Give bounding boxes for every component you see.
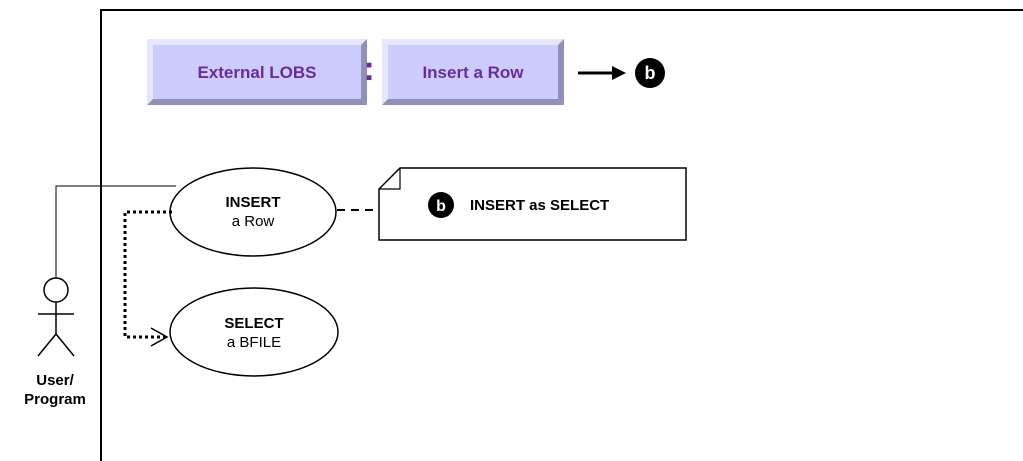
actor-label-line2: Program — [24, 391, 86, 408]
header-separator: : — [363, 50, 374, 88]
insert-subtitle: a Row — [232, 213, 275, 230]
external-lobs-label: External LOBS — [197, 63, 316, 82]
actor-label-line1: User/ — [36, 372, 74, 389]
insert-a-row-button[interactable]: Insert a Row — [382, 39, 564, 105]
dependency-arrow — [123, 210, 172, 347]
header-arrow — [578, 66, 626, 80]
select-subtitle: a BFILE — [227, 334, 281, 351]
user-actor-icon[interactable] — [37, 277, 75, 357]
header-badge[interactable]: b — [635, 58, 665, 88]
svg-text:b: b — [645, 63, 656, 83]
select-bfile-use-case[interactable]: SELECT a BFILE — [169, 287, 339, 377]
select-title: SELECT — [224, 315, 283, 332]
svg-text:b: b — [436, 198, 446, 215]
actor-connector-line — [55, 185, 176, 278]
insert-row-use-case[interactable]: INSERT a Row — [169, 167, 337, 257]
external-lobs-button[interactable]: External LOBS — [147, 39, 367, 105]
note-text: INSERT as SELECT — [470, 197, 609, 214]
note-badge — [428, 192, 454, 218]
insert-a-row-label: Insert a Row — [422, 63, 524, 82]
note-insert-as-select[interactable]: b INSERT as SELECT — [378, 167, 687, 241]
insert-title: INSERT — [225, 194, 280, 211]
